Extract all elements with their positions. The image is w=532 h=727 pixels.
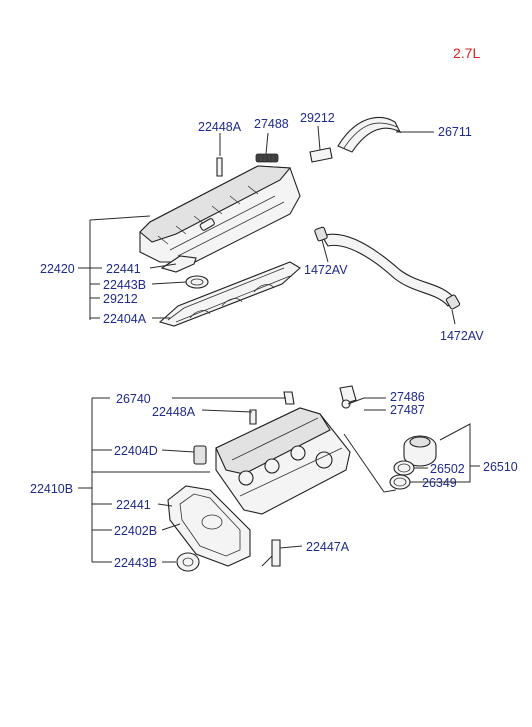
label-26740[interactable]: 26740 — [116, 392, 151, 406]
label-26711[interactable]: 26711 — [438, 125, 472, 139]
seal-22443b-upper — [185, 275, 209, 289]
label-22443b-upper[interactable]: 22443B — [103, 278, 146, 292]
bolt-22447a — [271, 539, 281, 567]
label-29212-upper[interactable]: 29212 — [300, 111, 335, 125]
fitting-29212-upper — [309, 147, 333, 163]
rocker-cover-lower — [215, 407, 351, 515]
label-29212-lower[interactable]: 29212 — [103, 292, 138, 306]
oil-filler-cap-26510 — [403, 435, 437, 467]
bolt-22448a-lower — [249, 409, 257, 425]
seal-26349 — [389, 474, 411, 490]
gasket-22441-upper — [160, 255, 197, 273]
seal-26502 — [393, 460, 415, 476]
label-22447a[interactable]: 22447A — [306, 540, 350, 554]
label-26510[interactable]: 26510 — [483, 460, 518, 474]
label-22441-upper[interactable]: 22441 — [106, 262, 141, 276]
label-22441-lower[interactable]: 22441 — [116, 498, 151, 512]
gasket-22404a — [158, 261, 301, 327]
label-27488[interactable]: 27488 — [254, 117, 289, 131]
seal-22404d — [193, 445, 207, 465]
engine-displacement-label: 2.7L — [453, 45, 480, 61]
seal-22443b-lower — [176, 552, 200, 572]
lower-rocker-cover-assembly — [167, 385, 437, 572]
label-27486[interactable]: 27486 — [390, 390, 425, 404]
label-22410b[interactable]: 22410B — [30, 482, 73, 496]
gasket-22402b — [167, 485, 251, 567]
label-22402b[interactable]: 22402B — [114, 524, 157, 538]
rocker-cover-upper — [139, 153, 301, 263]
label-27487[interactable]: 27487 — [390, 403, 425, 417]
bolt-26740 — [283, 391, 295, 405]
lower-leader-lines — [78, 397, 480, 567]
label-26502[interactable]: 26502 — [430, 462, 465, 476]
breather-hose-26711 — [337, 117, 402, 153]
upper-leader-lines — [78, 125, 456, 325]
label-22448a-lower[interactable]: 22448A — [152, 405, 196, 419]
bolt-upper — [216, 157, 223, 177]
label-26349[interactable]: 26349 — [422, 476, 457, 490]
label-22420[interactable]: 22420 — [40, 262, 75, 276]
label-22443b-lower[interactable]: 22443B — [114, 556, 157, 570]
label-22448a-upper[interactable]: 22448A — [198, 120, 242, 134]
label-1472av-b[interactable]: 1472AV — [440, 329, 484, 343]
label-1472av-a[interactable]: 1472AV — [304, 263, 348, 277]
label-22404d[interactable]: 22404D — [114, 444, 158, 458]
pcv-valve-27486 — [339, 385, 357, 405]
upper-rocker-cover-assembly — [139, 117, 461, 327]
label-22404a[interactable]: 22404A — [103, 312, 147, 326]
